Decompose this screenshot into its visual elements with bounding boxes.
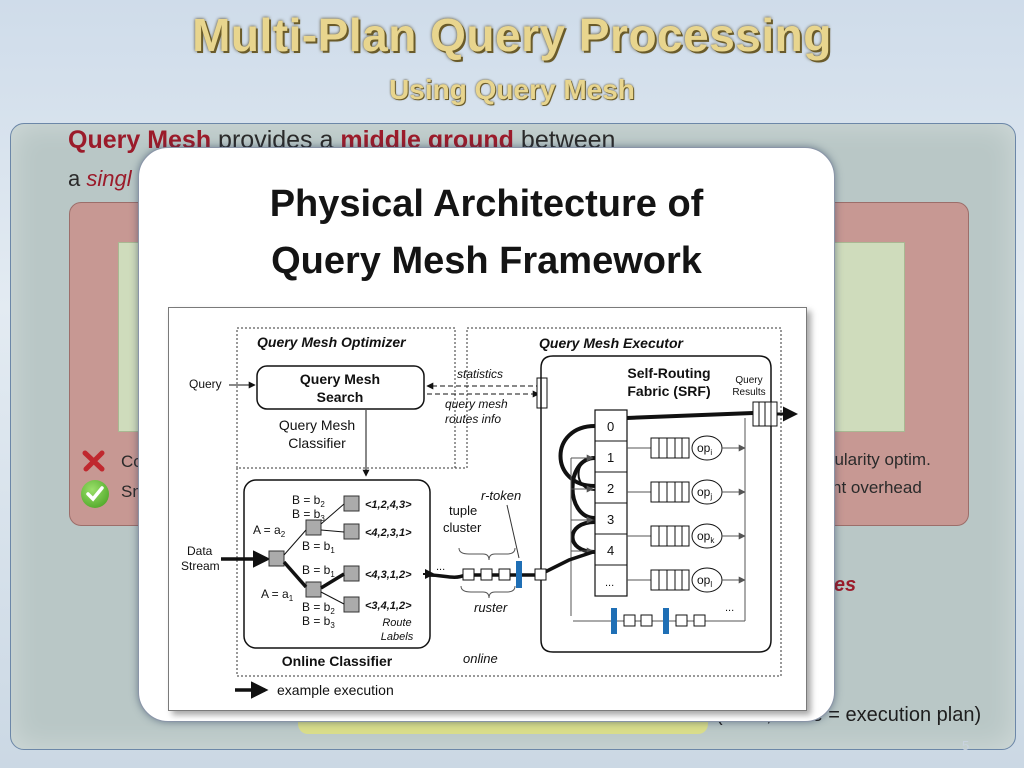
optimizer-label: Query Mesh Optimizer: [257, 334, 407, 350]
route-label-1: <1,2,4,3>: [365, 499, 412, 511]
operator-k-label: opk: [697, 529, 715, 545]
srf-box: [540, 355, 772, 653]
srf-slot-column: [594, 409, 628, 597]
r-token-label: r-token: [481, 488, 521, 503]
ruster-label: ruster: [474, 600, 508, 615]
tuple-cluster-line1: tuple: [449, 503, 477, 518]
query-results-line1: Query: [735, 375, 762, 386]
query-mesh-search-box: [256, 365, 425, 410]
left-item-2: Sn: [121, 482, 142, 501]
right-item-1: nularity optim.: [825, 450, 931, 469]
cross-icon: [82, 450, 105, 472]
srf-label-line2: Fabric (SRF): [627, 383, 710, 399]
ruster-brace: [460, 585, 516, 599]
route-labels-caption-2: Labels: [381, 631, 414, 643]
cond-b1-mid: B = b1: [302, 539, 335, 555]
right-item-2: nt overhead: [832, 478, 922, 497]
route-labels-caption-1: Route: [382, 617, 411, 629]
route-label-3: <4,3,1,2>: [365, 569, 412, 581]
srf-entry-port: [536, 377, 548, 409]
executor-region: [236, 327, 782, 677]
routing-loop-3: [570, 520, 596, 554]
operator-queue-i: [627, 435, 746, 461]
query-mesh-search-line2: Search: [317, 389, 364, 405]
operator-queue-j: [627, 479, 746, 505]
cond-b1-low: B = b1: [302, 563, 335, 579]
return-arrows: [570, 454, 594, 616]
slot-4: 4: [607, 543, 614, 558]
route-label-2: <4,2,3,1>: [365, 527, 412, 539]
query-mesh-classifier-line2: Classifier: [288, 435, 346, 451]
optimizer-region: [236, 327, 456, 469]
slot-1: 1: [607, 450, 614, 465]
routing-loop-2: [570, 456, 596, 520]
operator-queue-l: [627, 567, 746, 593]
architecture-figure: Query Mesh Optimizer Query Mesh Executor…: [168, 307, 807, 711]
bus-more: ...: [725, 602, 734, 614]
return-bus: [573, 418, 746, 634]
slot-2: 2: [607, 481, 614, 496]
r-token-pointer: [506, 504, 520, 559]
slot-0: 0: [607, 419, 614, 434]
architecture-diagram: Query Mesh Optimizer Query Mesh Executor…: [181, 327, 798, 699]
intro-emphasis: singl: [86, 166, 132, 191]
intro-text-3: a: [68, 166, 87, 191]
left-item-1: Co: [121, 452, 143, 471]
query-mesh-classifier-line1: Query Mesh: [279, 417, 355, 433]
slot-3: 3: [607, 512, 614, 527]
execution-path: [428, 550, 594, 579]
online-label: online: [463, 651, 498, 666]
cond-a2: A = a2: [253, 523, 286, 539]
intro-line-2: a singl: [68, 166, 132, 192]
tuple-cluster-line2: cluster: [443, 520, 482, 535]
slide-title: Multi-Plan Query Processing: [192, 9, 832, 61]
query-mesh-search-line1: Query Mesh: [300, 371, 380, 387]
cond-b2-top: B = b2: [292, 493, 325, 509]
executor-label: Query Mesh Executor: [539, 335, 684, 351]
operator-queue-k: [627, 523, 746, 549]
tuple-cluster-queue: [462, 561, 547, 588]
data-stream-line2: Stream: [181, 559, 220, 573]
srf-label-line1: Self-Routing: [627, 365, 710, 381]
online-classifier-box: [243, 479, 431, 649]
query-label: Query: [189, 377, 222, 391]
checkmark-icon: [81, 480, 109, 508]
popup-title: Physical Architecture of Query Mesh Fram…: [269, 183, 704, 282]
results-output-line: [626, 411, 754, 420]
query-results-line2: Results: [732, 387, 765, 398]
data-stream-line1: Data: [187, 544, 213, 558]
query-results-queue: [752, 401, 778, 427]
slide-subtitle: Using Query Mesh: [389, 74, 635, 105]
cond-b3-bot: B = b3: [302, 614, 335, 630]
operator-l-label: opl: [697, 573, 712, 589]
operator-j-label: opj: [697, 485, 712, 501]
legend-label: example execution: [277, 682, 394, 698]
online-classifier-label: Online Classifier: [282, 653, 393, 669]
cond-b2-bot: B = b2: [302, 600, 335, 616]
cond-a1: A = a1: [261, 587, 294, 603]
route-label-4: <3,4,1,2>: [365, 600, 412, 612]
stream-ellipsis: ...: [436, 561, 445, 573]
cond-b3-top: B = b3: [292, 507, 325, 523]
operator-i-label: opi: [697, 441, 712, 457]
routes-info-line2: routes info: [445, 412, 501, 426]
page-number: 5: [962, 738, 970, 753]
tuple-cluster-brace: [458, 547, 516, 561]
routes-info-line1: query mesh: [445, 397, 508, 411]
classifier-tree: [268, 495, 360, 613]
slot-more: ...: [605, 577, 614, 589]
statistics-label: statistics: [457, 367, 503, 381]
